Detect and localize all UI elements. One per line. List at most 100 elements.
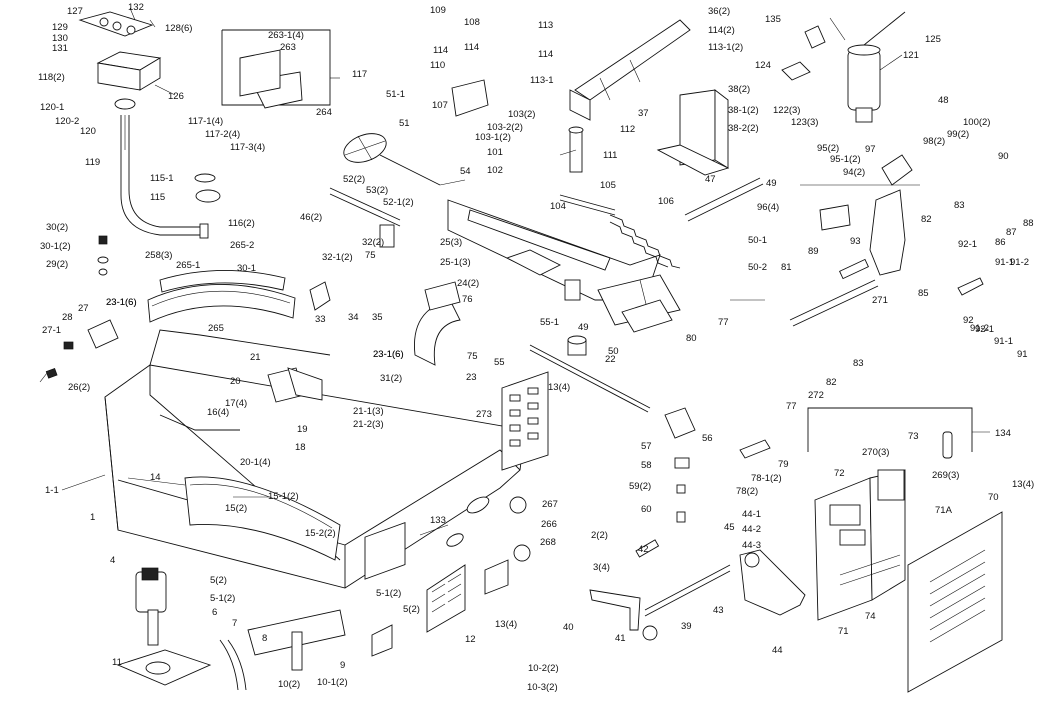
part-label-l115: 115 (150, 192, 165, 203)
part-label-l55: 55 (494, 357, 505, 368)
part-label-l8: 8 (262, 633, 267, 644)
part-label-l59-2: 59(2) (629, 481, 651, 492)
part-label-l82b: 82 (826, 377, 837, 388)
part-label-l92-1b: 92-1 (975, 324, 994, 335)
part-label-l9: 9 (340, 660, 345, 671)
part-label-l112: 112 (620, 124, 635, 135)
part-label-l81: 81 (781, 262, 792, 273)
part-label-l71A: 71A (935, 505, 953, 516)
part-label-l20: 20 (230, 376, 241, 387)
part-label-l72: 72 (834, 468, 845, 479)
part-label-l5-1-2: 5-1(2) (210, 593, 235, 604)
part-label-l123-3: 123(3) (791, 117, 818, 128)
part-label-l108: 108 (464, 17, 480, 28)
part-label-l92-1: 92-1 (958, 239, 977, 250)
part-label-l2-2: 2(2) (591, 530, 608, 541)
part-label-l79: 79 (778, 459, 789, 470)
part-label-l21: 21 (250, 352, 261, 363)
part-label-l126: 126 (168, 91, 184, 102)
part-label-l129: 129 (52, 22, 68, 33)
part-label-l93: 93 (850, 236, 861, 247)
part-label-l74: 74 (865, 611, 876, 622)
part-label-l5-2b: 5(2) (403, 604, 420, 615)
part-label-l267: 267 (542, 499, 558, 510)
coolant-pump-4 (116, 567, 212, 686)
part-label-l120-1: 120-1 (40, 102, 64, 113)
part-label-l23-1-6a: 23-1(6) (106, 297, 137, 308)
part-label-l266: 266 (541, 519, 557, 530)
part-label-l132: 132 (128, 2, 144, 13)
part-label-l42: 42 (638, 544, 649, 555)
part-label-l118-2: 118(2) (38, 72, 65, 83)
part-label-l30-1: 30-1 (237, 263, 256, 274)
part-label-l270-3: 270(3) (862, 447, 889, 458)
part-label-l44-2: 44-2 (742, 524, 761, 535)
part-label-l23: 23 (466, 372, 477, 383)
part-label-l114-2: 114(2) (708, 25, 735, 36)
part-label-l49a: 49 (766, 178, 777, 189)
part-label-l21-1-3: 21-1(3) (353, 406, 384, 417)
part-label-l269-3: 269(3) (932, 470, 959, 481)
part-label-l15-2: 15(2) (225, 503, 247, 514)
part-label-l120-2: 120-2 (55, 116, 79, 127)
part-label-l117-3-4: 117-3(4) (230, 142, 265, 153)
part-label-l94-2: 94(2) (843, 167, 865, 178)
part-label-l26-2: 26(2) (68, 382, 90, 393)
part-label-l13-4a: 13(4) (548, 382, 570, 393)
base-cabinet (104, 329, 526, 657)
part-label-l48: 48 (938, 95, 949, 106)
part-label-l75a: 75 (365, 250, 376, 261)
part-label-l113-1-2: 113-1(2) (708, 42, 743, 53)
part-label-l57: 57 (641, 441, 652, 452)
part-label-l91-1a: 91-1 (995, 257, 1014, 268)
part-label-l15-1-2: 15-1(2) (268, 491, 299, 502)
part-label-l119: 119 (85, 157, 100, 168)
part-label-l82a: 82 (921, 214, 932, 225)
part-label-l25-3: 25(3) (440, 237, 462, 248)
part-label-l101: 101 (487, 147, 503, 158)
part-label-l99-2: 99(2) (947, 129, 969, 140)
part-label-l121: 121 (903, 50, 919, 61)
part-label-l15-2-2: 15-2(2) (305, 528, 336, 539)
part-label-l116-2: 116(2) (228, 218, 255, 229)
part-label-l107: 107 (432, 100, 448, 111)
part-label-l90: 90 (998, 151, 1009, 162)
part-label-l71: 71 (838, 626, 849, 637)
part-label-l44: 44 (772, 645, 783, 656)
part-label-l5-1-2b: 5-1(2) (376, 588, 401, 599)
part-label-l117-1-4: 117-1(4) (188, 116, 223, 127)
part-label-l43: 43 (713, 605, 724, 616)
part-label-l51-1: 51-1 (386, 89, 405, 100)
part-label-l39: 39 (681, 621, 692, 632)
part-label-l35: 35 (372, 312, 383, 323)
part-label-l23-1-6: 23-1(6) (373, 349, 404, 360)
part-labels: 11-145(2)5-1(2)678910(2)10-1(2)10-2(2)10… (38, 2, 1034, 693)
part-label-l10-2-2: 10-2(2) (528, 663, 559, 674)
part-label-l96-4: 96(4) (757, 202, 779, 213)
part-label-l17-4: 17(4) (225, 398, 247, 409)
part-label-l100-2: 100(2) (963, 117, 990, 128)
part-label-l52-2: 52(2) (343, 174, 365, 185)
part-label-l4: 4 (110, 555, 115, 566)
part-label-l265-2: 265-2 (230, 240, 254, 251)
leader-lines (39, 7, 990, 536)
part-label-l50-2: 50-2 (748, 262, 767, 273)
part-label-l19: 19 (297, 424, 308, 435)
part-label-l113: 113 (538, 20, 553, 31)
part-label-l98-2: 98(2) (923, 136, 945, 147)
part-label-l22: 22 (605, 354, 616, 365)
part-label-l41: 41 (615, 633, 626, 644)
part-label-l85: 85 (918, 288, 929, 299)
part-label-l40: 40 (563, 622, 574, 633)
part-label-l114b: 114 (464, 42, 479, 53)
part-label-l14: 14 (150, 472, 161, 483)
part-label-l30-1-2: 30-1(2) (40, 241, 71, 252)
part-label-l265-1: 265-1 (176, 260, 200, 271)
part-label-l77b: 77 (786, 401, 797, 412)
part-label-l91: 91 (1017, 349, 1028, 360)
part-label-l122-3: 122(3) (773, 105, 800, 116)
part-label-l128-6: 128(6) (165, 23, 192, 34)
part-label-l95-1-2: 95-1(2) (830, 154, 861, 165)
part-label-l21-2-3: 21-2(3) (353, 419, 384, 430)
